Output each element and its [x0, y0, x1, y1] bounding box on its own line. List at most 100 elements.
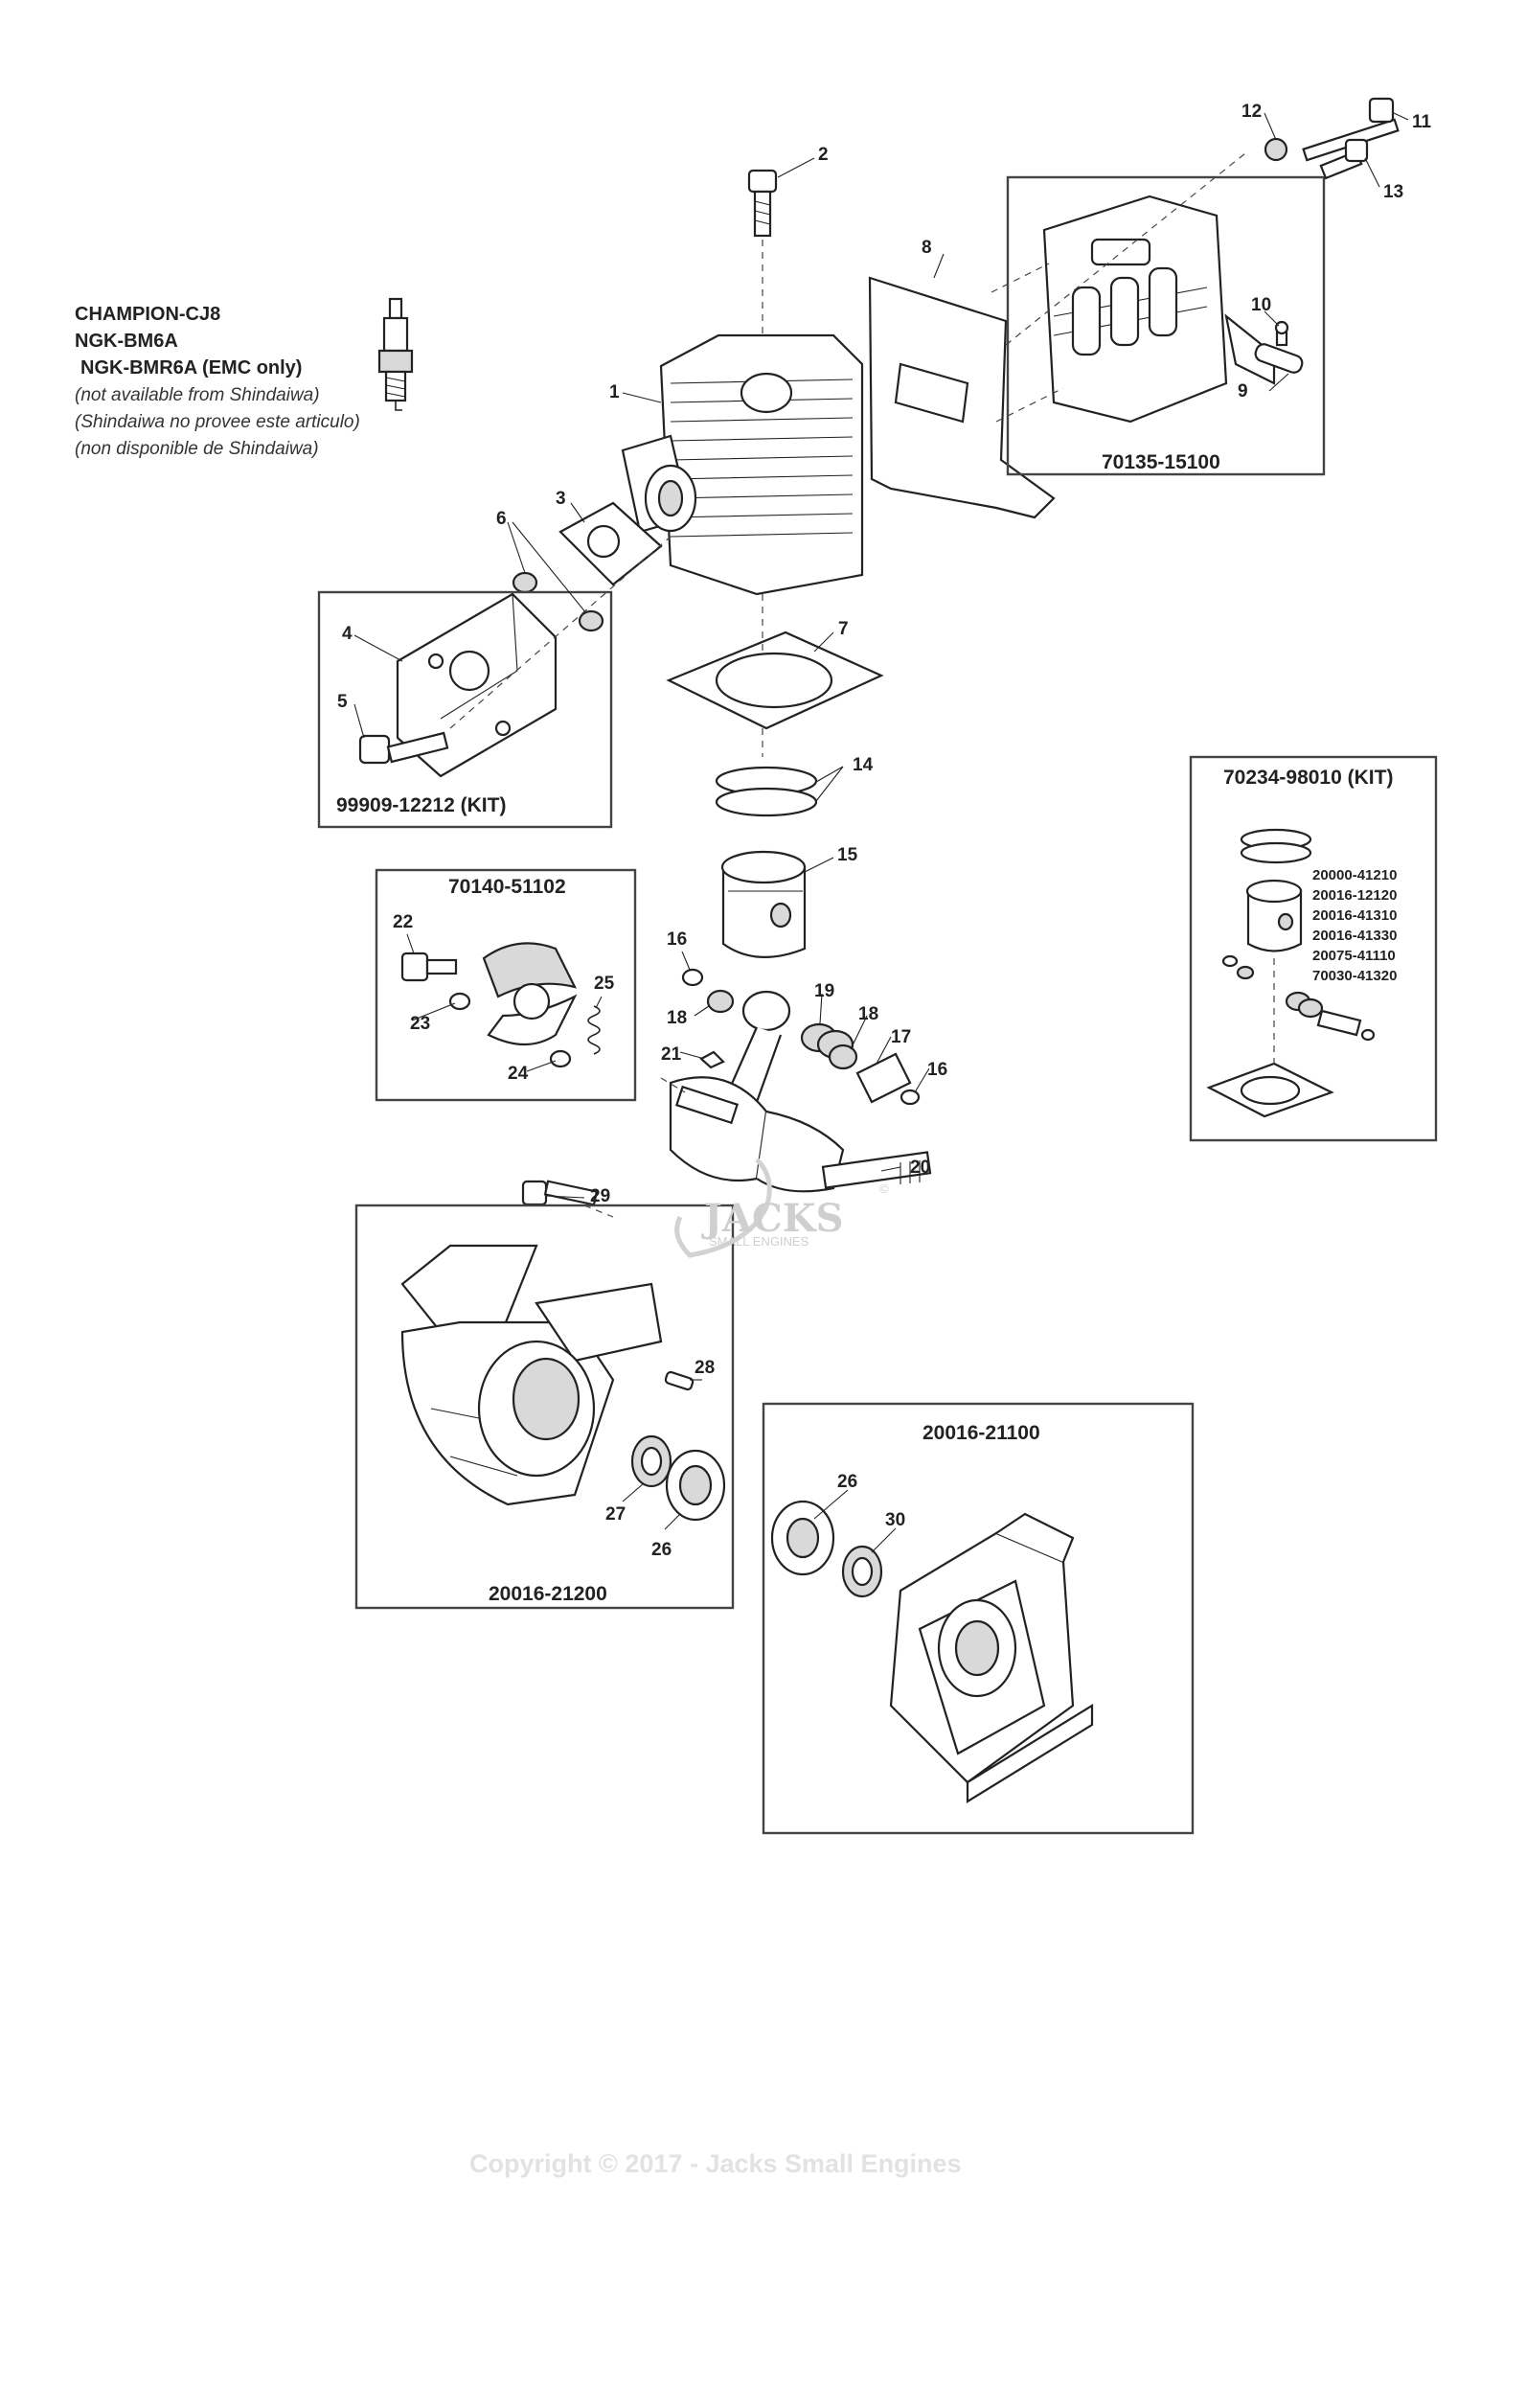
- callout-16-right: 16: [927, 1060, 947, 1080]
- callout-26-left: 26: [651, 1540, 672, 1560]
- muffler-kit-box: [1006, 175, 1326, 476]
- kit-part-3: 20016-41310: [1312, 907, 1397, 924]
- callout-29: 29: [590, 1186, 610, 1206]
- crankcase-right: [889, 1512, 1094, 1803]
- callout-15: 15: [837, 845, 858, 865]
- washer-left: [706, 989, 735, 1014]
- spark-plug-note-1: (not available from Shindaiwa): [75, 385, 320, 405]
- kit-label-clutch: 70140-51102: [448, 876, 566, 898]
- kit-label-muffler: 70135-15100: [1102, 451, 1220, 473]
- oil-seal-right: [841, 1545, 883, 1598]
- cylinder-bolt: [747, 169, 778, 238]
- spark-plug-line-3: NGK-BMR6A (EMC only): [80, 357, 302, 378]
- callout-7: 7: [838, 619, 849, 639]
- dowel-pin: [664, 1370, 695, 1391]
- clutch-kit-box: [375, 868, 637, 1102]
- callout-6: 6: [496, 509, 507, 529]
- clutch-bolt: [400, 952, 458, 982]
- muffler-gasket: [868, 276, 1056, 519]
- kit-label-crankcase-left: 20016-21200: [489, 1583, 607, 1605]
- intake-gasket: [558, 501, 663, 586]
- kit-part-1: 20000-41210: [1312, 867, 1397, 883]
- kit-label-crankcase-right: 20016-21100: [922, 1422, 1040, 1444]
- callout-13: 13: [1383, 182, 1403, 202]
- spark-plug-note-3: (non disponible de Shindaiwa): [75, 439, 319, 459]
- watermark-mark: ©: [879, 1181, 889, 1196]
- callout-14: 14: [853, 755, 874, 775]
- callout-10: 10: [1251, 295, 1271, 315]
- crankcase-bolt: [521, 1180, 599, 1206]
- crankcase-left: [400, 1244, 663, 1506]
- piston-rings: [715, 766, 818, 817]
- callout-21: 21: [661, 1044, 682, 1065]
- watermark-tagline: SMALL ENGINES: [709, 1234, 809, 1249]
- kit-clips-icon: [1221, 954, 1255, 980]
- spark-plug-note-2: (Shindaiwa no provee este articulo): [75, 412, 360, 432]
- clutch-small-washer: [549, 1049, 572, 1068]
- callout-28: 28: [695, 1358, 715, 1378]
- kit-label-intake: 99909-12212 (KIT): [336, 794, 506, 816]
- kit-label-piston: 70234-98010 (KIT): [1223, 767, 1393, 789]
- crankcase-right-box: [762, 1402, 1195, 1835]
- kit-part-4: 20016-41330: [1312, 928, 1397, 944]
- piston-pin-clip-left: [681, 968, 704, 987]
- cylinder: [621, 333, 864, 596]
- clutch-shoe-assembly: [482, 942, 578, 1045]
- kit-rings-icon: [1240, 828, 1312, 864]
- callout-18-left: 18: [667, 1008, 687, 1028]
- callout-26-right: 26: [837, 1472, 857, 1492]
- cylinder-base-gasket: [666, 631, 884, 730]
- muffler-nut: [1264, 137, 1288, 162]
- oil-seal-left: [630, 1434, 672, 1488]
- callout-3: 3: [556, 489, 566, 509]
- clutch-washer: [448, 992, 471, 1011]
- spark-plug-line-2: NGK-BM6A: [75, 331, 178, 352]
- callouts: 1 2 3 4 5 6 7 8 9 10 11 12 13 14 15 16 1…: [337, 102, 1432, 1560]
- kit-bearing-pin-icon: [1285, 991, 1376, 1042]
- kit-gasket-icon: [1206, 1062, 1334, 1118]
- kit-part-5: 20075-41110: [1312, 948, 1396, 964]
- callout-9: 9: [1238, 381, 1248, 401]
- piston-pin-clip-right: [900, 1089, 921, 1106]
- crankcase-left-box: [354, 1204, 735, 1610]
- copyright-text: Copyright © 2017 - Jacks Small Engines: [469, 2149, 962, 2178]
- clutch-spring: [587, 1005, 601, 1055]
- leader-lines: [353, 112, 1409, 1553]
- callout-18-right: 18: [858, 1004, 878, 1024]
- spark-plug-icon: [377, 297, 414, 411]
- intake-bolt: [358, 731, 449, 765]
- piston-kit-box: [1189, 755, 1438, 1142]
- kit-part-2: 20016-12120: [1312, 887, 1397, 904]
- callout-30: 30: [885, 1510, 905, 1530]
- bearing-left: [665, 1449, 726, 1522]
- intake-insulator: [396, 592, 558, 778]
- callout-2: 2: [818, 145, 829, 165]
- muffler: [1042, 195, 1304, 424]
- spacer-upper: [512, 571, 538, 594]
- callout-16-left: 16: [667, 929, 687, 950]
- callout-4: 4: [342, 624, 353, 644]
- callout-1: 1: [609, 382, 620, 402]
- callout-12: 12: [1241, 102, 1262, 122]
- callout-20: 20: [910, 1158, 930, 1178]
- piston: [720, 850, 807, 958]
- callout-25: 25: [594, 974, 615, 994]
- kit-part-6: 70030-41320: [1312, 968, 1397, 984]
- piston-kit-part-list: 20000-41210 20016-12120 20016-41310 2001…: [1312, 867, 1397, 984]
- watermark-brand: JACKS: [701, 1196, 843, 1241]
- intake-kit-box: [317, 590, 613, 829]
- kit-piston-icon: [1245, 879, 1303, 952]
- muffler-bolt: [1319, 138, 1369, 180]
- piston-pin: [855, 1052, 912, 1104]
- woodruff-key: [699, 1050, 725, 1069]
- callout-24: 24: [508, 1064, 529, 1084]
- bearing-right: [770, 1500, 835, 1576]
- crankshaft: [669, 990, 932, 1193]
- callout-22: 22: [393, 912, 413, 932]
- callout-27: 27: [605, 1504, 626, 1525]
- callout-5: 5: [337, 692, 348, 712]
- callout-11: 11: [1412, 112, 1432, 132]
- spacer-lower: [578, 609, 604, 632]
- jacks-watermark: JACKS SMALL ENGINES ©: [674, 1158, 889, 1258]
